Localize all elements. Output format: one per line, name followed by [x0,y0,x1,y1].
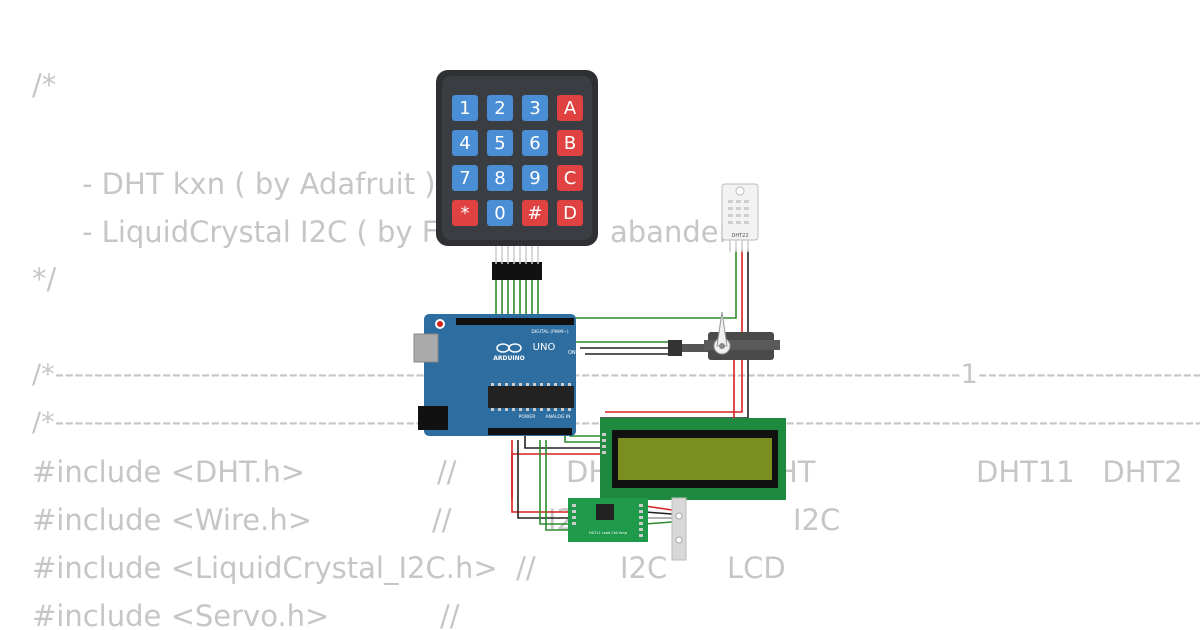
keypad-key-label: 6 [529,133,540,154]
keypad-key-hash[interactable]: # [522,200,548,226]
keypad-key-label: 9 [529,168,540,189]
code-include-lcd: #include <LiquidCrystal_I2C.h> // [32,551,536,585]
code-include-dht-comment: // [437,455,457,489]
keypad-key-label: 7 [459,168,470,189]
keypad-4x4[interactable]: 1 2 3 A 4 5 6 B 7 8 9 C * 0 # D [436,70,598,280]
arduino-power-label: POWER [519,414,536,420]
keypad-key-d[interactable]: D [557,200,583,226]
keypad-key-c[interactable]: C [557,165,583,191]
arduino-analog-label: ANALOG IN [545,414,570,420]
keypad-key-9[interactable]: 9 [522,165,548,191]
hx711-module[interactable]: HX711 Load Cell Amp [568,498,648,542]
keypad-key-label: * [461,203,470,224]
code-include-dht-frag-3: DHT11 DHT2 [976,455,1183,489]
code-include-wire-frag-2: I2C [793,503,841,537]
code-lib-lcd-prefix: - LiquidCrystal I2C ( by F [82,215,439,249]
code-include-lcd-frag-2: LCD [727,551,786,585]
hx711-label: HX711 Load Cell Amp [589,531,628,535]
keypad-key-a[interactable]: A [557,95,583,121]
load-cell[interactable] [671,497,687,561]
keypad-key-3[interactable]: 3 [522,95,548,121]
keypad-key-5[interactable]: 5 [487,130,513,156]
code-lib-dht: - DHT kxn ( by Adafruit ) [82,167,436,201]
arduino-digital-label: DIGITAL (PWM~) [531,329,569,335]
arduino-brand-label: ARDUINO [493,355,524,362]
keypad-key-label: 4 [459,133,470,154]
dht22-label: DHT22 [731,233,748,239]
keypad-key-4[interactable]: 4 [452,130,478,156]
keypad-key-b[interactable]: B [557,130,583,156]
keypad-key-label: 3 [529,98,540,119]
code-include-servo-comment: // [440,599,460,630]
code-include-servo: #include <Servo.h> [32,599,330,630]
code-comment-close: */ [32,262,57,296]
code-include-dht: #include <DHT.h> [32,455,306,489]
keypad-key-label: 5 [494,133,505,154]
servo-motor[interactable] [668,311,780,360]
code-lib-lcd-suffix: abander [610,215,731,249]
keypad-key-label: D [563,203,577,224]
code-include-wire: #include <Wire.h> [32,503,313,537]
lcd-16x2-display[interactable] [600,418,786,500]
keypad-key-star[interactable]: * [452,200,478,226]
keypad-key-2[interactable]: 2 [487,95,513,121]
keypad-key-6[interactable]: 6 [522,130,548,156]
keypad-key-label: # [527,203,542,224]
keypad-key-label: A [564,98,577,119]
arduino-uno-board[interactable]: DIGITAL (PWM~) ARDUINO UNO ON POWER ANAL… [413,314,576,436]
keypad-key-label: 8 [494,168,505,189]
keypad-key-8[interactable]: 8 [487,165,513,191]
keypad-key-7[interactable]: 7 [452,165,478,191]
keypad-key-0[interactable]: 0 [487,200,513,226]
code-divider-1: /*--------------------------------------… [32,359,1200,390]
keypad-key-label: 2 [494,98,505,119]
keypad-keys: 1 2 3 A 4 5 6 B 7 8 9 C * 0 # D [452,95,583,226]
keypad-key-1[interactable]: 1 [452,95,478,121]
code-comment-open: /* [32,68,57,102]
keypad-key-label: 1 [459,98,470,119]
dht22-sensor[interactable]: DHT22 [721,183,759,252]
code-include-lcd-frag-1: I2C [620,551,668,585]
arduino-on-label: ON [568,350,576,356]
code-include-wire-comment: // [432,503,452,537]
keypad-key-label: 0 [494,203,505,224]
arduino-model-label: UNO [533,342,556,353]
keypad-key-label: B [564,133,576,154]
keypad-key-label: C [564,168,577,189]
